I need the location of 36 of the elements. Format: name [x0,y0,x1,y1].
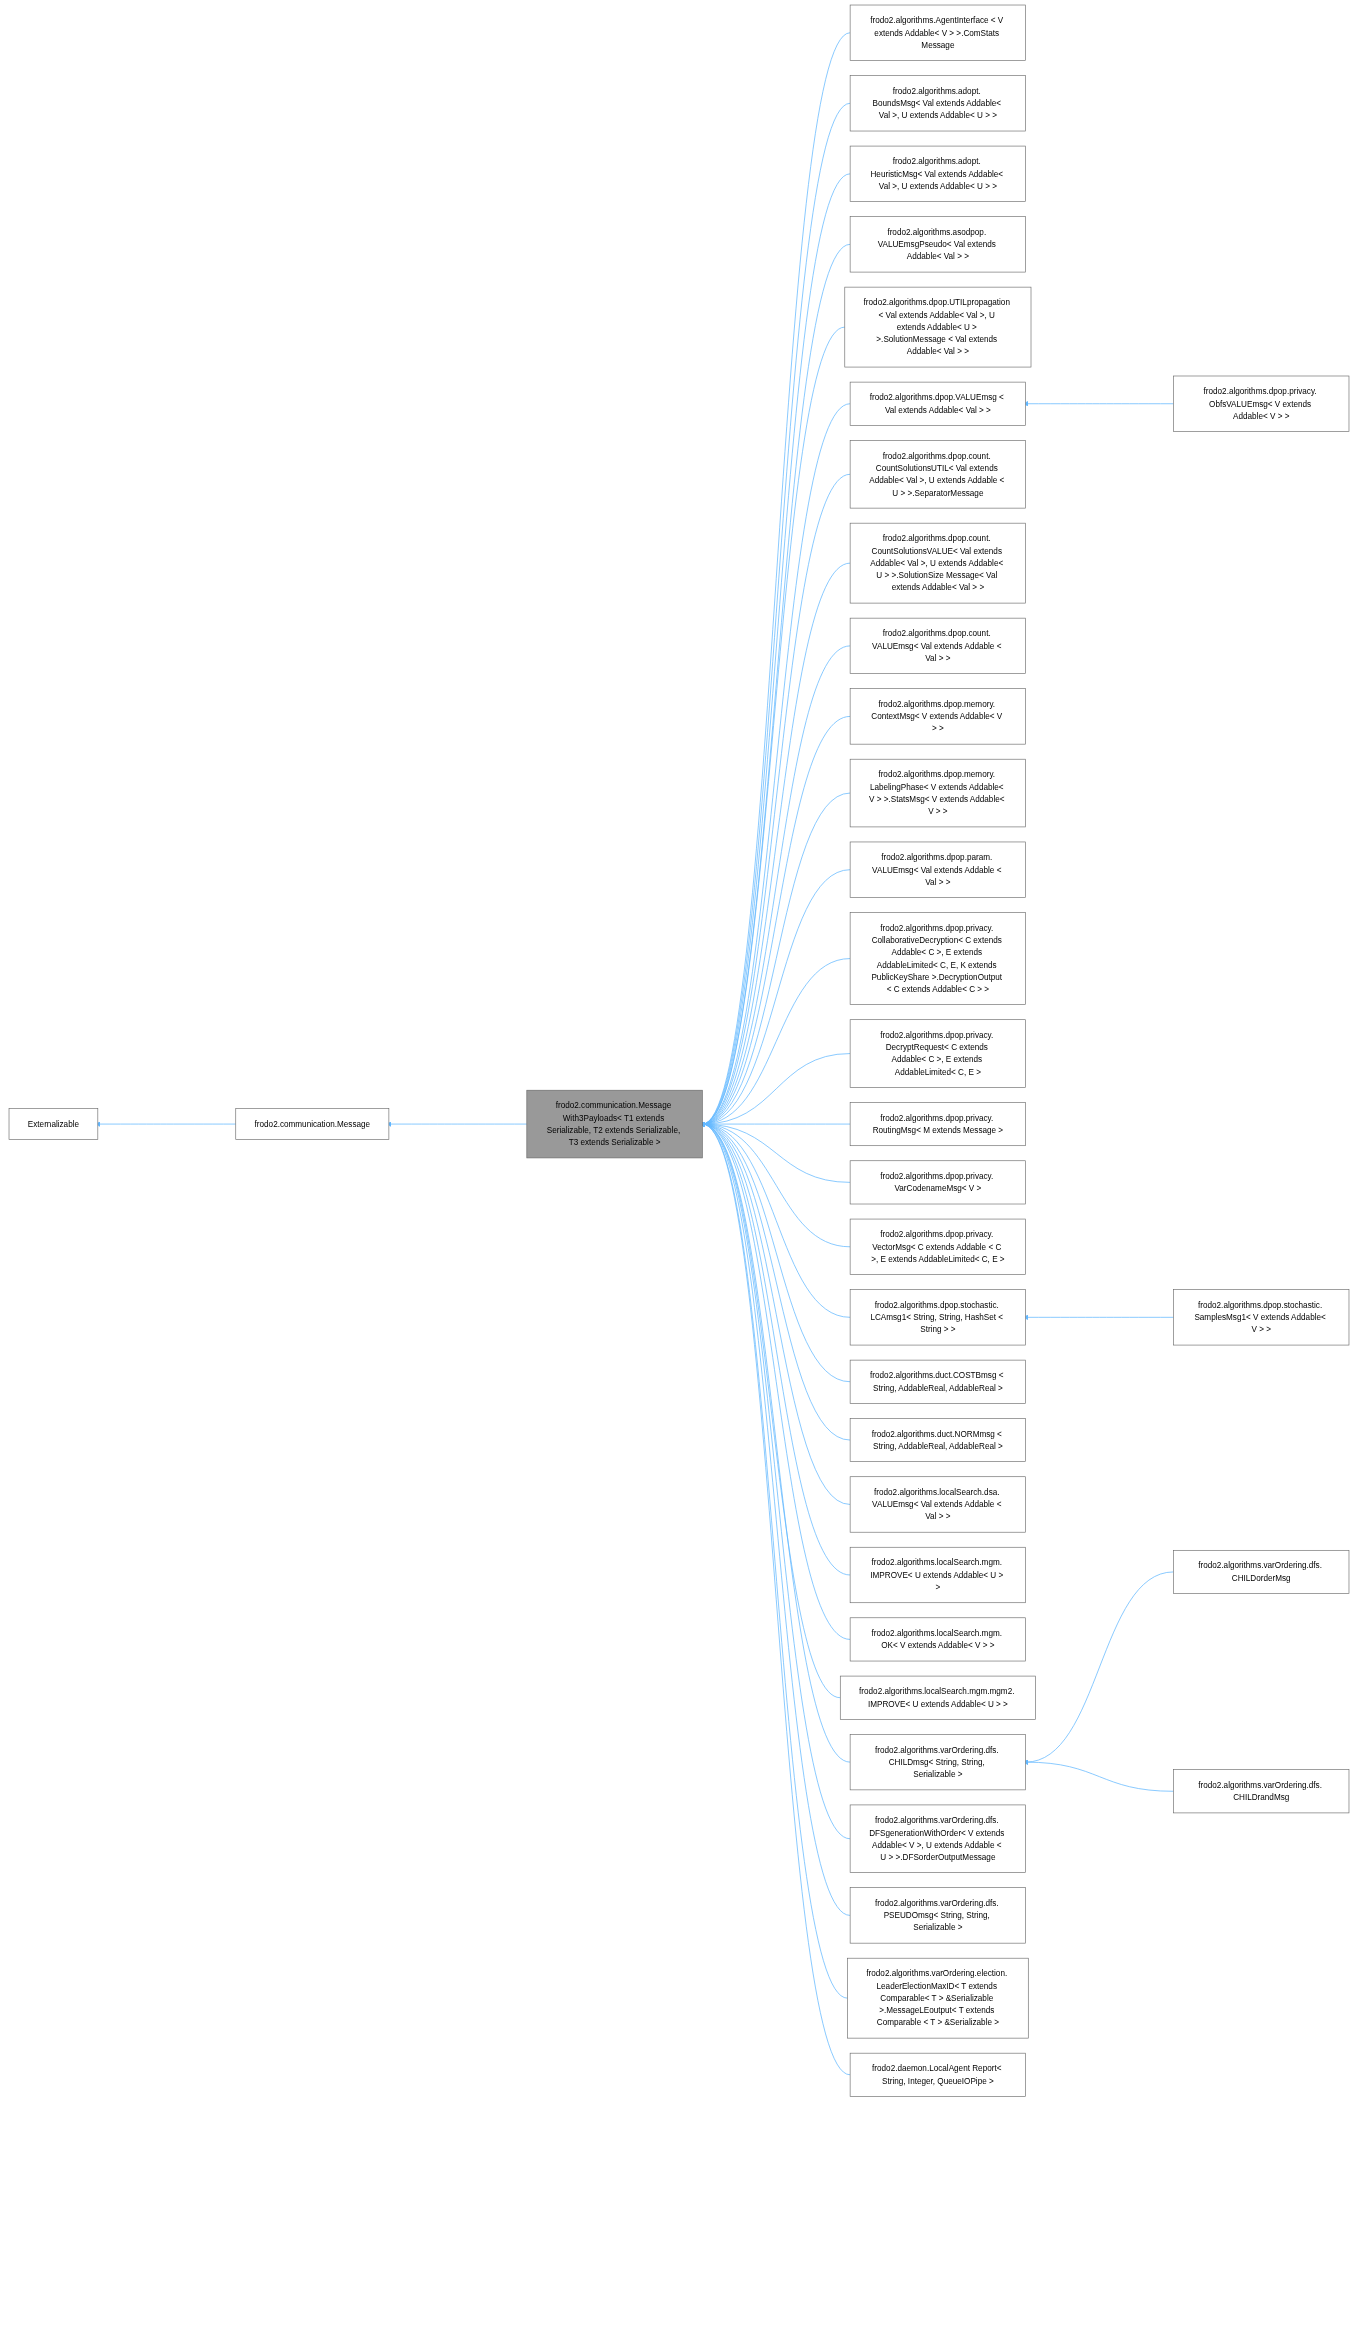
node-box: frodo2.algorithms.dpop.privacy. RoutingMsg< M extends Message > [849,1102,1026,1147]
node-box: frodo2.algorithms.adopt. BoundsMsg< Val extends Addable< Val >, U extends Addable< U > > [849,75,1026,132]
node-box: frodo2.algorithms.dpop.privacy. ObfsVALUEmsg< V extends Addable< V > > [1173,375,1350,432]
node-box: frodo2.algorithms.dpop.count. CountSolutionsUTIL< Val extends Addable< Val >, U extends Addable < U > >.SeparatorMessage [849,440,1026,509]
node-box: frodo2.algorithms.localSearch.mgm.mgm2. IMPROVE< U extends Addable< U > > [839,1675,1036,1720]
node-box: frodo2.algorithms.varOrdering.dfs. PSEUDOmsg< String, String, Serializable > [849,1887,1026,1944]
node-box: frodo2.algorithms.dpop.VALUEmsg < Val extends Addable< Val > > [849,381,1026,426]
node-box: frodo2.algorithms.dpop.UTILpropagation < Val extends Addable< Val >, U extends Addable< U > >.SolutionMessage < Val extends Addable< Val > > [844,286,1032,368]
node-box: frodo2.algorithms.dpop.count. CountSolutionsVALUE< Val extends Addable< Val >, U extends Addable< U > >.SolutionSize Message< Val extends Addable< Val > > [849,522,1026,604]
node-box: frodo2.algorithms.localSearch.mgm. IMPROVE< U extends Addable< U > > [849,1546,1026,1604]
node-box: frodo2.algorithms.varOrdering.dfs. CHILDmsg< String, String, Serializable > [849,1734,1026,1791]
node-box: frodo2.algorithms.localSearch.dsa. VALUEmsg< Val extends Addable < Val > > [849,1476,1026,1533]
node-box: frodo2.algorithms.duct.COSTBmsg < String, AddableReal, AddableReal > [849,1359,1026,1404]
node-box: frodo2.algorithms.asodpop. VALUEmsgPseudo< Val extends Addable< Val > > [849,216,1026,273]
node-box: frodo2.communication.Message [235,1108,390,1140]
node-box: frodo2.algorithms.dpop.privacy. CollaborativeDecryption< C extends Addable< C >, E extends AddableLimited< C, E, K extends PublicKeyShare >.DecryptionOutput < C extends Addable< C > > [849,912,1026,1005]
node-box: frodo2.daemon.LocalAgent Report< String, Integer, QueueIOPipe > [849,2052,1026,2097]
node-box: frodo2.algorithms.adopt. HeuristicMsg< Val extends Addable< Val >, U extends Addable< U > > [849,145,1026,202]
node-box: frodo2.algorithms.dpop.memory. LabelingPhase< V extends Addable< V > >.StatsMsg< V extends Addable< V > > [849,758,1026,828]
node-box: frodo2.algorithms.dpop.param. VALUEmsg< Val extends Addable < Val > > [849,841,1026,898]
node-box: frodo2.algorithms.dpop.stochastic. LCAmsg1< String, String, HashSet < String > > [849,1289,1026,1346]
node-box: frodo2.algorithms.duct.NORMmsg < String, AddableReal, AddableReal > [849,1418,1026,1462]
node-box: frodo2.communication.Message With3Payloads< T1 extends Serializable, T2 extends Serializable, T3 extends Serializable > [526,1089,703,1159]
node-box: frodo2.algorithms.localSearch.mgm. OK< V extends Addable< V > > [849,1617,1026,1662]
node-box: frodo2.algorithms.dpop.privacy. VectorMsg< C extends Addable < C >, E extends AddableLimited< C, E > [849,1218,1026,1275]
node-box: frodo2.algorithms.varOrdering.dfs. CHILDorderMsg [1173,1550,1350,1594]
node-box: frodo2.algorithms.dpop.privacy. DecryptRequest< C extends Addable< C >, E extends AddableLimited< C, E > [849,1019,1026,1088]
node-box: frodo2.algorithms.dpop.privacy. VarCodenameMsg< V > [849,1160,1026,1205]
node-box: frodo2.algorithms.varOrdering.dfs. DFSgenerationWithOrder< V extends Addable< V >, U extends Addable < U > >.DFSorderOutputMessage [849,1804,1026,1873]
node-box: frodo2.algorithms.AgentInterface < V extends Addable< V > >.ComStats Message [849,4,1026,61]
node-box: frodo2.algorithms.dpop.stochastic. SamplesMsg1< V extends Addable< V > > [1173,1289,1350,1346]
node-box: frodo2.algorithms.dpop.memory. ContextMsg< V extends Addable< V > > [849,688,1026,745]
node-box: frodo2.algorithms.varOrdering.dfs. CHILDrandMsg [1173,1769,1350,1814]
node-box: Externalizable [8,1108,99,1140]
node-box: frodo2.algorithms.dpop.count. VALUEmsg< Val extends Addable < Val > > [849,617,1026,674]
node-box: frodo2.algorithms.varOrdering.election. LeaderElectionMaxID< T extends Comparable< T > &Serializable >.MessageLEoutput< T extends Comparable < T > &Serializable > [847,1957,1029,2039]
